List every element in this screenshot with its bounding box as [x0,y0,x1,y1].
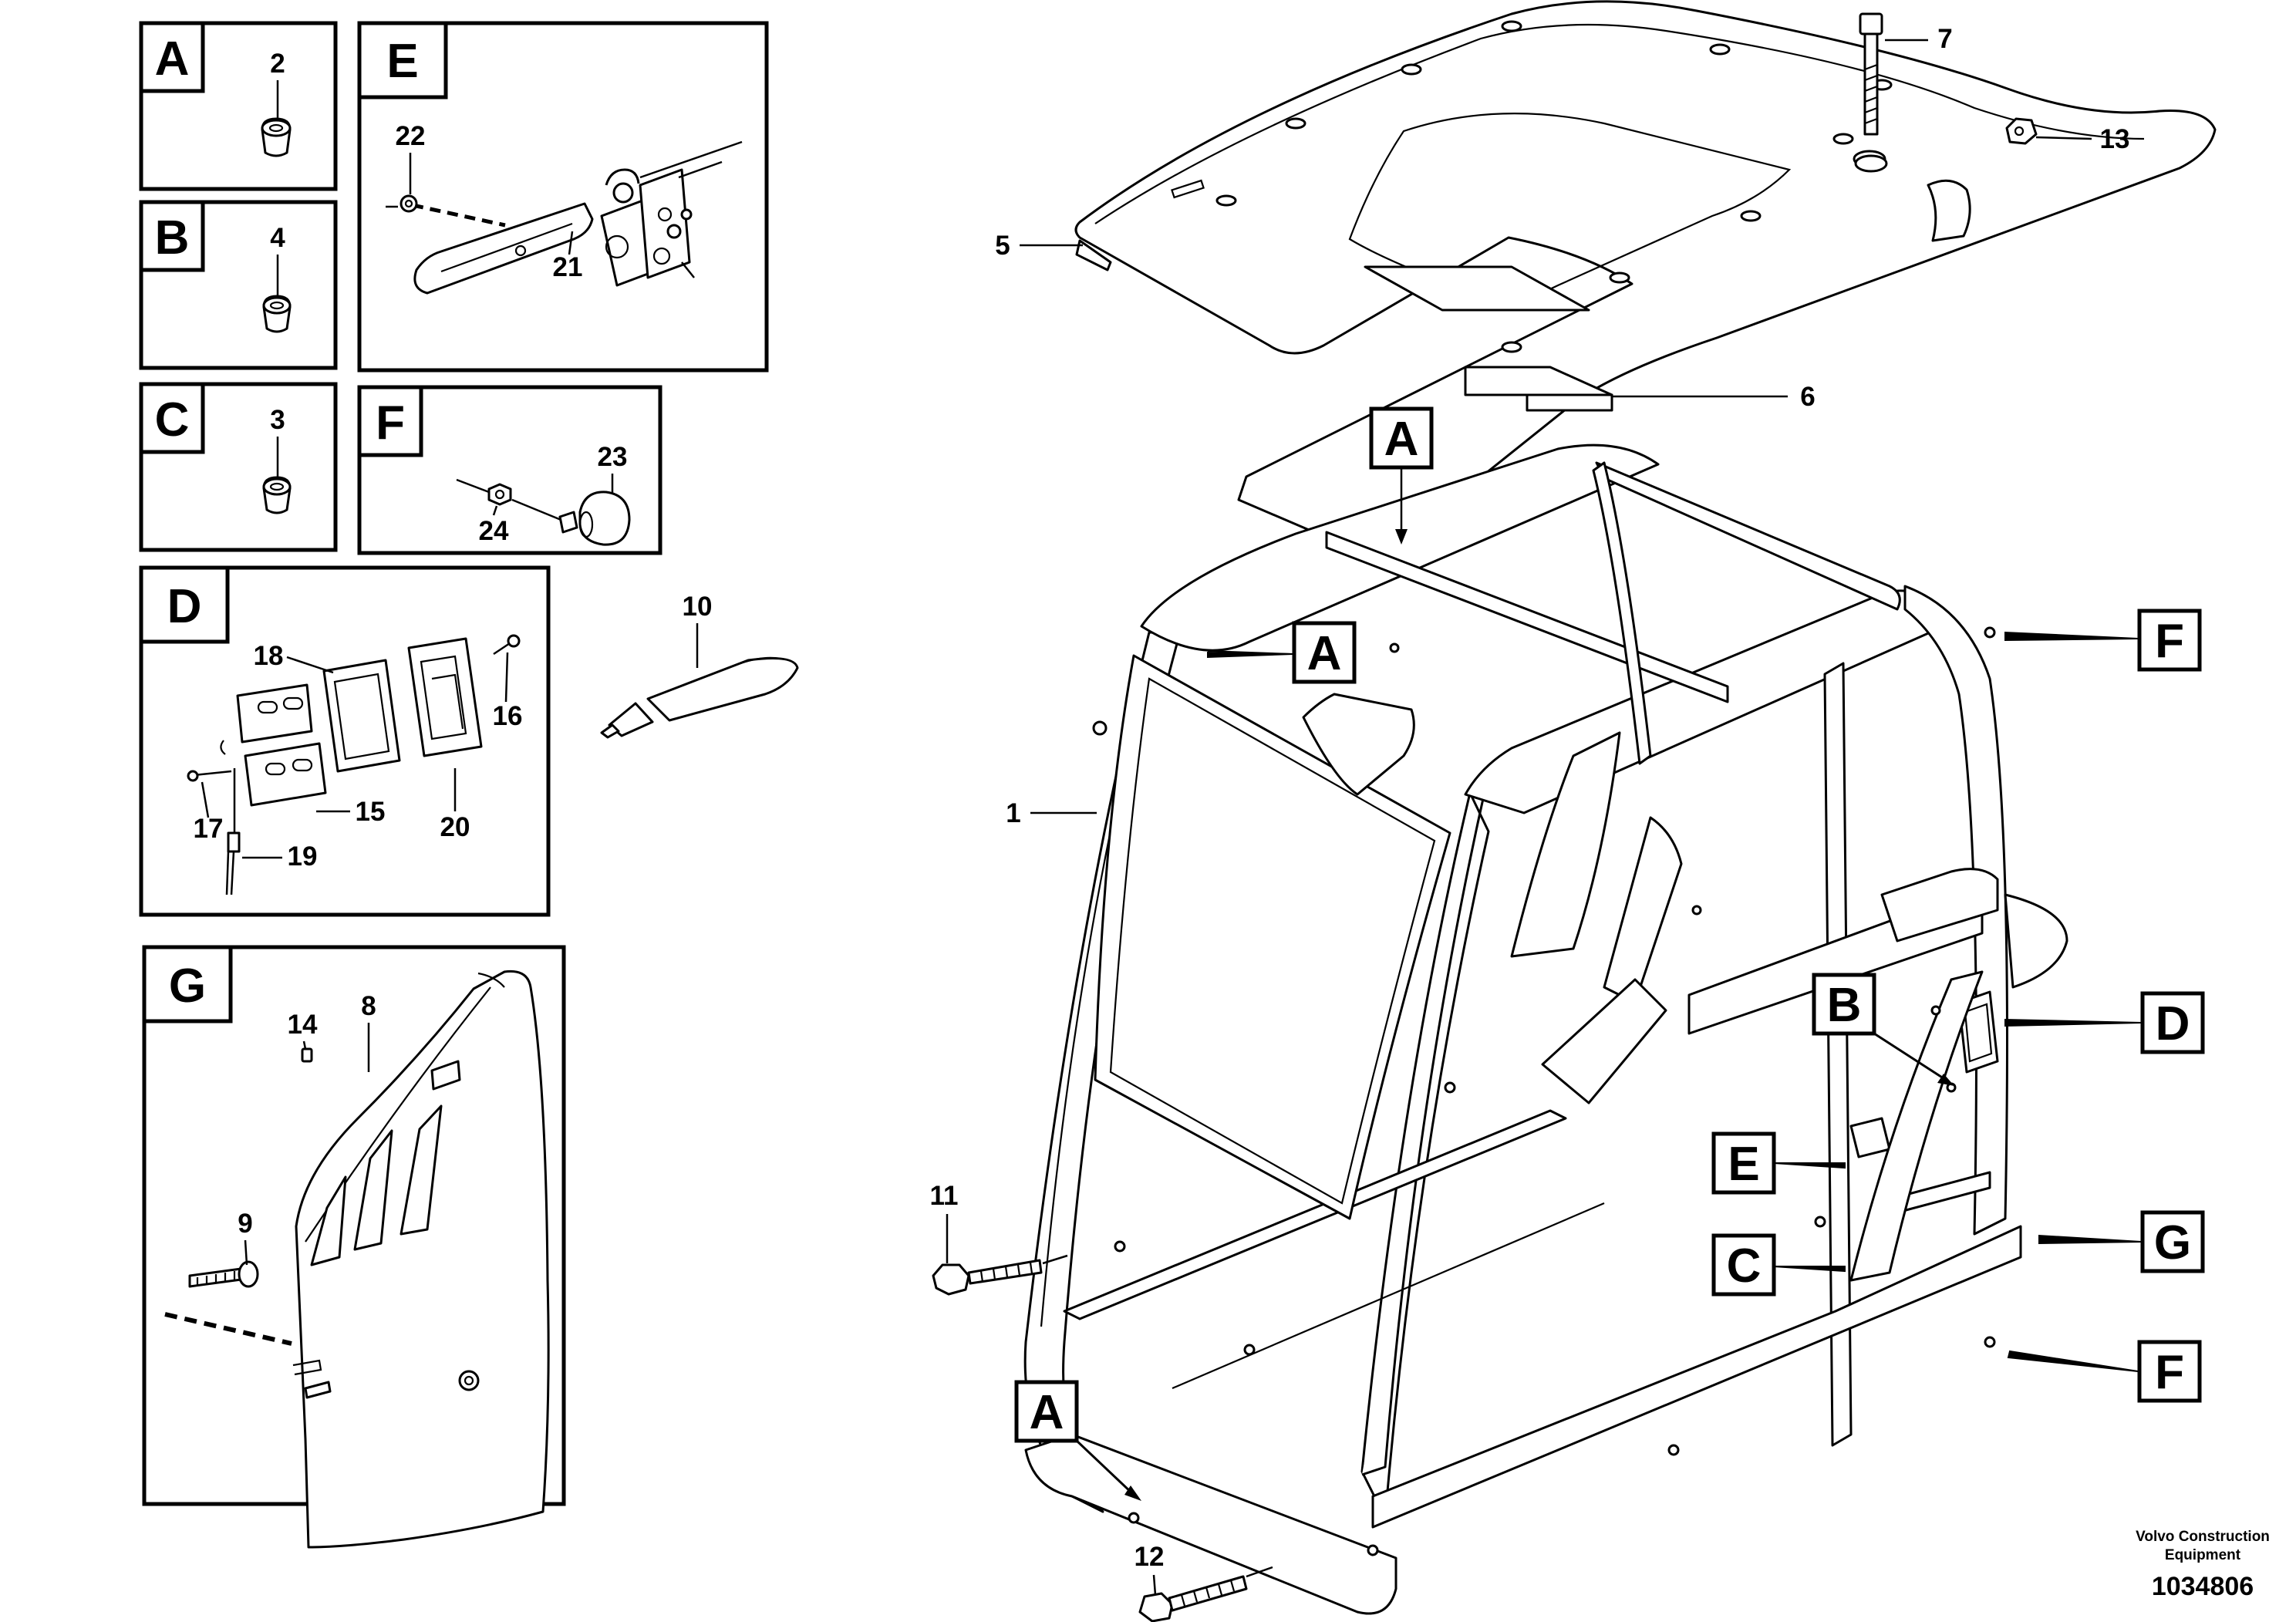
side-cover-panel [292,969,550,1549]
callout-2: 2 [270,49,285,79]
callout-18: 18 [254,641,284,671]
svg-text:C: C [1727,1239,1762,1293]
panel-b-letter: B [155,211,190,265]
lock-plate-assembly [187,634,521,895]
callout-16: 16 [493,701,523,731]
callout-4: 4 [270,223,285,253]
panel-d-letter: D [167,580,202,633]
rivet-nut-3 [262,476,292,514]
ref-a-top: A [1369,406,1434,545]
panel-e-letter: E [386,35,418,88]
ref-f-top: F [2004,609,2202,672]
svg-text:D: D [2156,997,2190,1050]
door-stop-bumper [456,478,631,546]
callout-14: 14 [288,1010,318,1040]
rivet-nut-2 [261,117,292,157]
callout-11: 11 [930,1181,959,1211]
cab-frame [1023,443,2068,1615]
panel-c: C 3 [139,382,338,552]
callout-9: 9 [238,1209,252,1239]
brand-line-1: Volvo Construction [2136,1529,2270,1545]
callout-23: 23 [598,442,628,472]
panel-g-letter: G [169,959,206,1013]
ref-c: C [1711,1233,1846,1297]
panel-f: F 23 24 [357,385,663,555]
nut-13 [2005,117,2038,145]
callout-5: 5 [995,231,1010,261]
callout-22: 22 [396,121,426,151]
panel-d: D 18 16 15 17 [139,565,551,917]
ref-d: D [2004,991,2205,1054]
callout-19: 19 [288,841,318,872]
callout-13: 13 [2100,124,2130,154]
svg-text:A: A [1307,627,1342,680]
svg-text:F: F [2155,1346,2184,1399]
ref-f-bottom: F [2007,1340,2202,1403]
callout-6: 6 [1800,382,1815,412]
ref-a-inner: A [1207,621,1357,684]
callout-12: 12 [1135,1542,1165,1572]
bolt-7 [1854,12,1888,173]
screw-9 [188,1260,259,1288]
brand-line-2: Equipment [2165,1547,2241,1563]
callout-7: 7 [1937,24,1952,54]
rivet-nut-4 [262,295,292,333]
svg-text:A: A [1384,413,1419,466]
panel-f-letter: F [376,396,405,450]
panel-e: E 22 21 [357,21,769,373]
svg-text:E: E [1728,1138,1759,1191]
ref-e: E [1711,1131,1846,1195]
panel-a: A 2 [139,21,338,191]
svg-text:A: A [1030,1386,1064,1439]
callout-20: 20 [440,812,470,842]
insulation-pad [1364,265,1613,412]
clip-14 [301,1047,313,1063]
roof-panel [1074,0,2217,549]
callout-10: 10 [683,592,713,622]
bolt-12 [1138,1575,1248,1622]
sealant-tube [600,656,799,739]
callout-1: 1 [1006,798,1020,828]
callout-21: 21 [553,252,583,282]
ref-g: G [2038,1210,2205,1273]
callout-24: 24 [479,516,509,546]
callout-17: 17 [194,814,224,844]
panel-c-letter: C [155,393,190,447]
svg-text:F: F [2155,615,2184,668]
callout-3: 3 [270,405,285,435]
door-lock-lever [386,140,743,295]
panel-a-letter: A [155,32,190,86]
panel-b: B 4 [139,200,338,370]
callout-8: 8 [361,991,376,1021]
bolt-11 [932,1259,1043,1296]
svg-text:G: G [2154,1216,2191,1270]
ref-a-bottom: A [1014,1380,1141,1501]
svg-text:B: B [1827,979,1862,1032]
drawing-number: 1034806 [2152,1572,2254,1601]
ref-b: B [1812,973,1954,1086]
callout-15: 15 [356,797,386,827]
panel-g: G 14 8 9 [142,945,566,1549]
